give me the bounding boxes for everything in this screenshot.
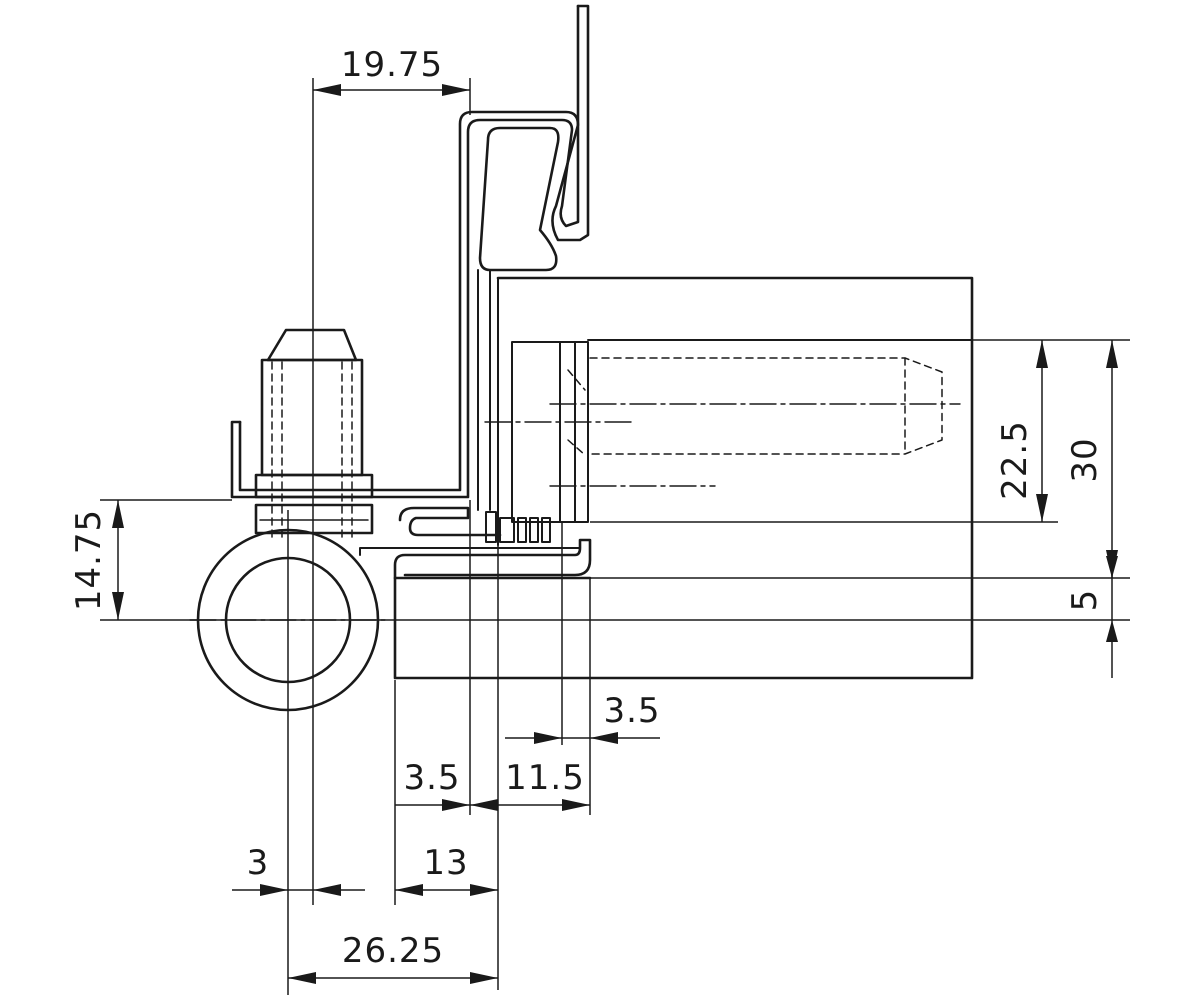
label-13: 13 (423, 843, 468, 883)
dimension-22-5: 22.5 (995, 340, 1048, 522)
label-11-5: 11.5 (505, 758, 585, 798)
label-3-5-left: 3.5 (403, 758, 460, 798)
dimension-26-25: 26.25 (288, 931, 498, 984)
dimension-3-5-left: 3.5 (395, 758, 470, 811)
dimension-5: 5 (1065, 556, 1118, 678)
dimension-11-5: 11.5 (470, 758, 590, 811)
bottom-strip (359, 506, 592, 580)
dimension-14-75: 14.75 (69, 500, 124, 620)
dimension-30: 30 (1065, 340, 1118, 578)
hinge-body (484, 341, 961, 523)
label-3-5-right: 3.5 (603, 691, 660, 731)
sheet-metal-clip (230, 4, 590, 511)
adjustment-screw (254, 328, 374, 541)
dimension-13: 13 (395, 843, 498, 896)
dimension-19-75: 19.75 (313, 45, 470, 96)
label-5: 5 (1065, 589, 1105, 612)
label-3: 3 (247, 843, 270, 883)
label-14-75: 14.75 (69, 509, 109, 611)
label-30: 30 (1065, 437, 1105, 482)
label-26-25: 26.25 (342, 931, 444, 971)
label-22-5: 22.5 (995, 420, 1035, 500)
dimension-3-5-right: 3.5 (505, 691, 660, 744)
extension-lines (100, 78, 1130, 995)
label-19-75: 19.75 (341, 45, 443, 85)
dimension-3: 3 (232, 843, 365, 896)
frame-plates (393, 276, 974, 680)
